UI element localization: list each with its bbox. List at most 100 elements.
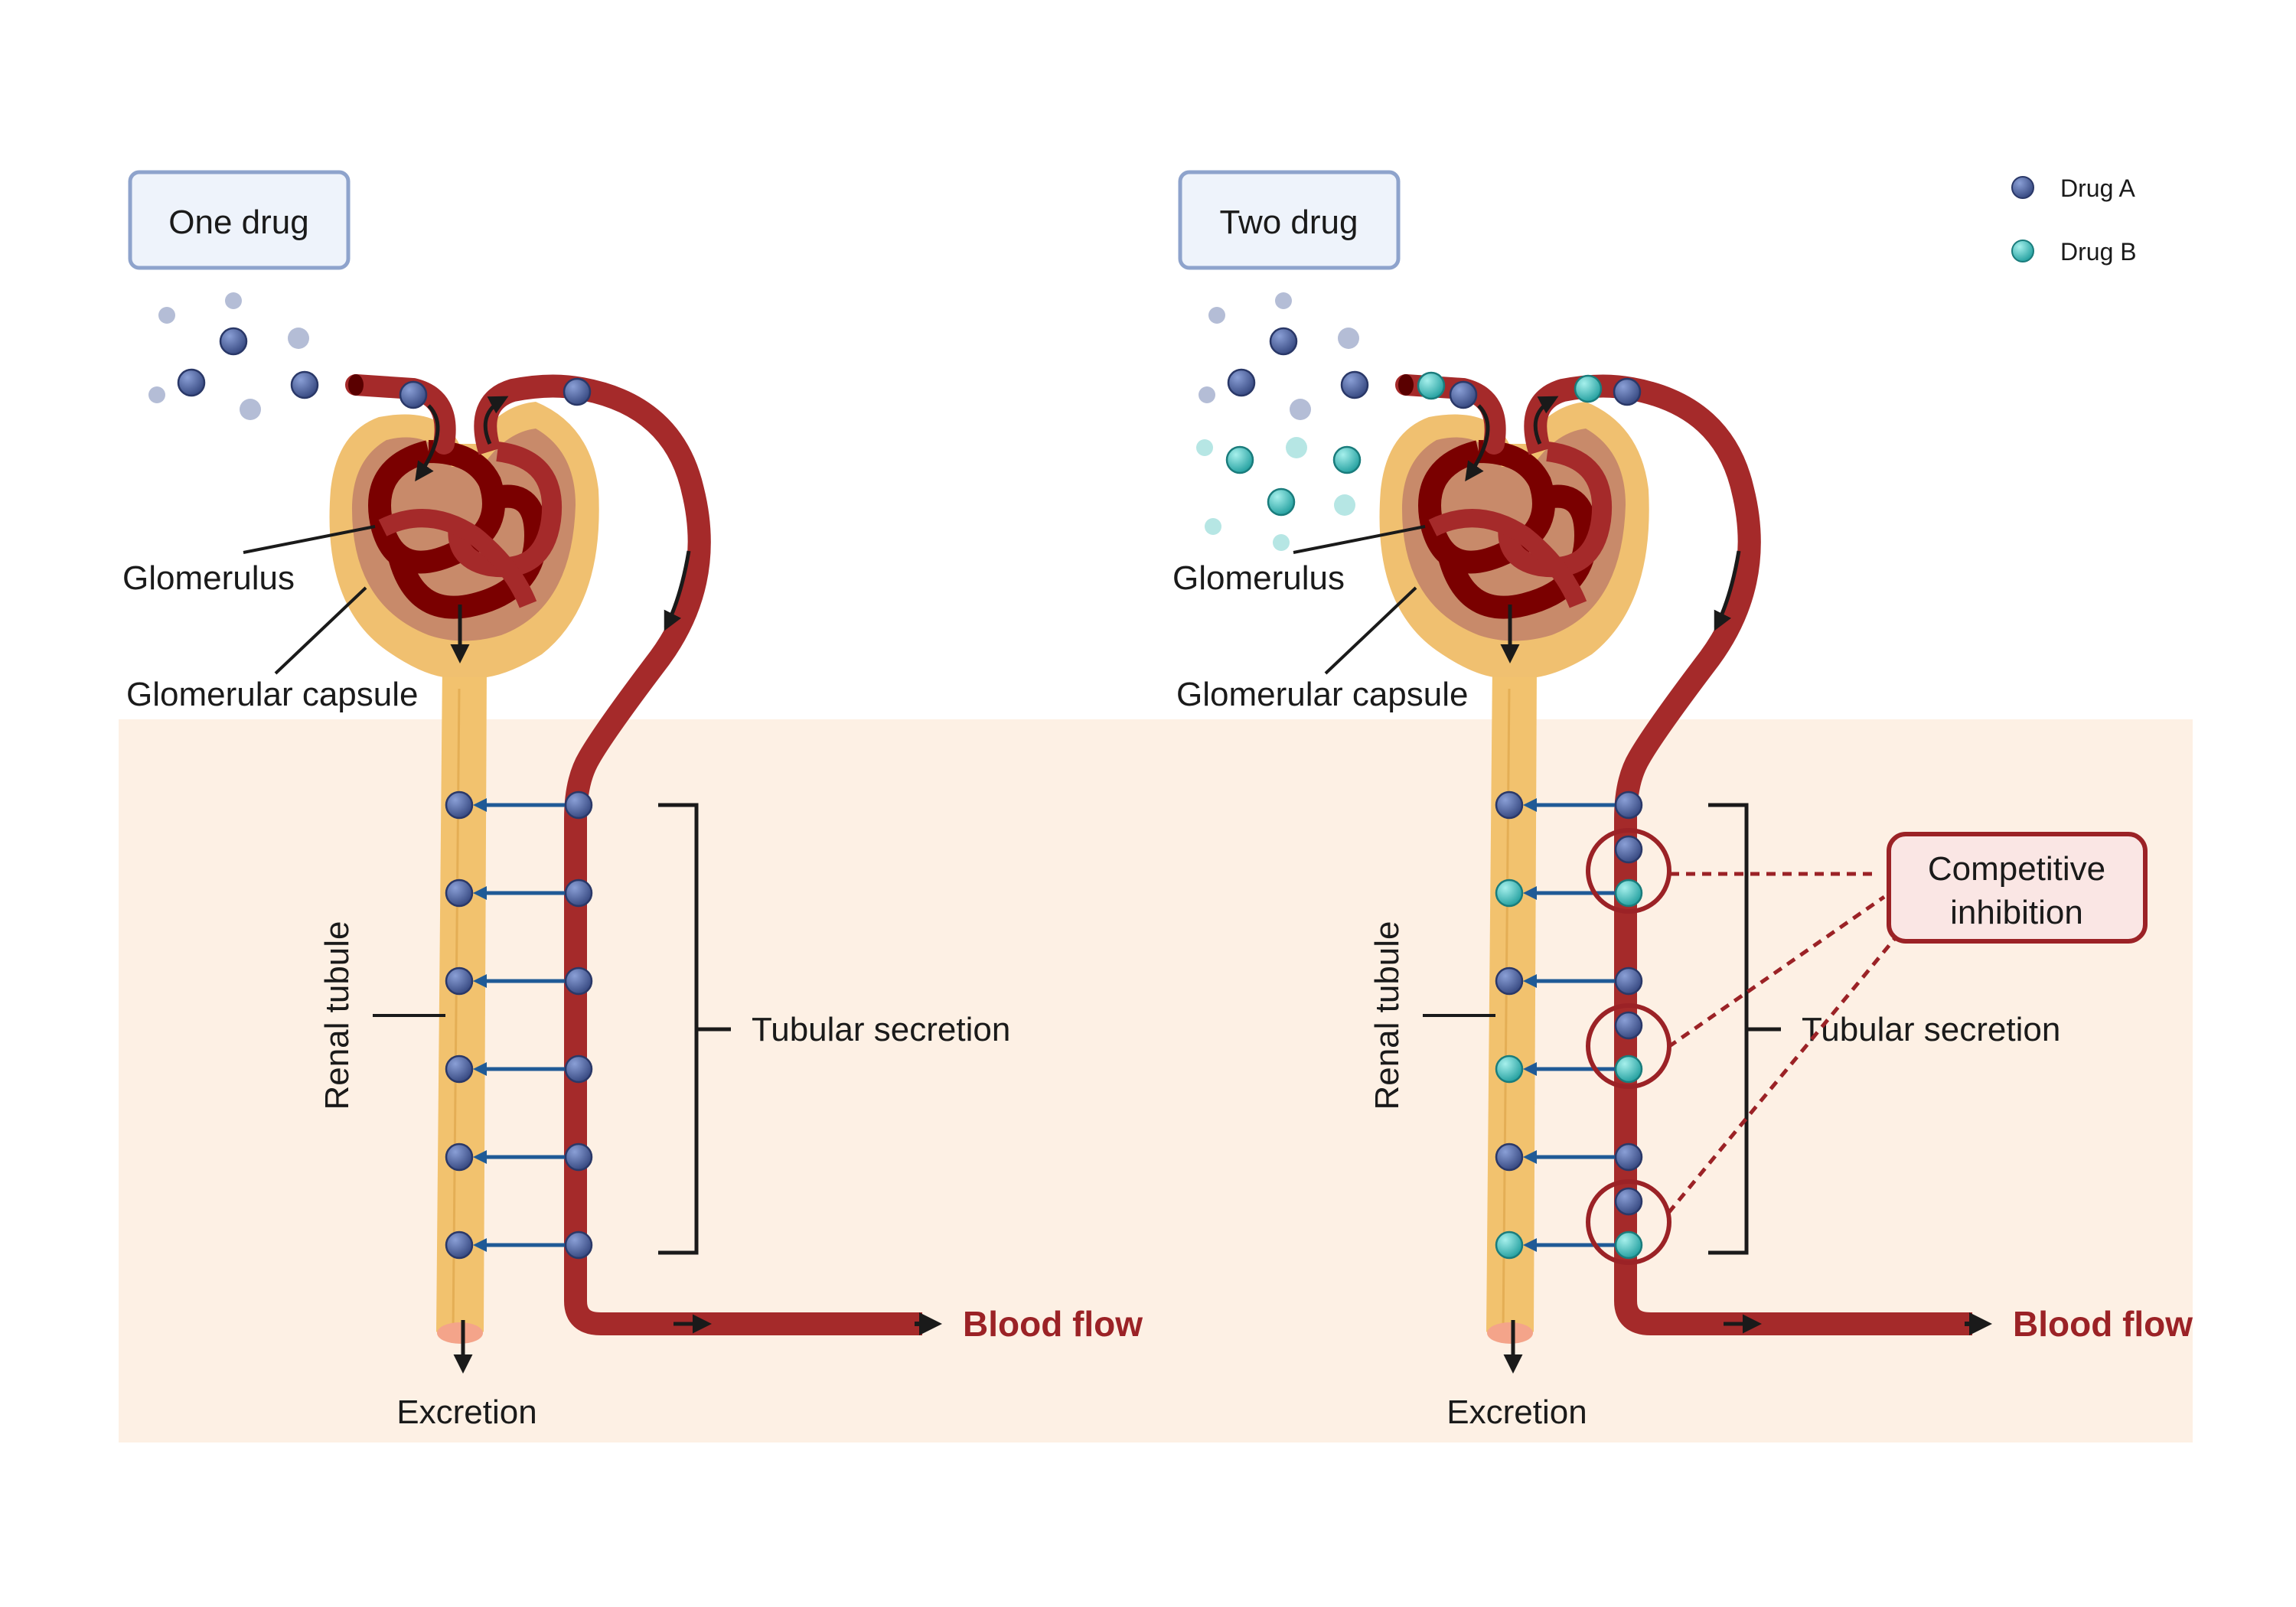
inhibition-site-circle — [1586, 1179, 1671, 1265]
secretion-arrowhead — [1523, 1238, 1537, 1252]
outflow-arrow — [1533, 396, 1559, 445]
outflow-arrow — [483, 396, 509, 445]
glomerulus-loop — [1418, 440, 1555, 574]
drug-a-molecule-faint — [1338, 328, 1359, 349]
competitive-inhibition-label-line1: Competitive — [1928, 850, 2105, 888]
glomerular-capsule-label: Glomerular capsule — [1176, 676, 1469, 713]
tubule-opening — [1487, 1322, 1533, 1344]
inhibition-connector — [1667, 895, 1886, 1049]
drug-a-in-vessel — [1613, 377, 1642, 406]
drug-a-molecule-faint — [240, 399, 261, 420]
drug-a-in-tubule — [445, 1054, 474, 1084]
panel-title: One drug — [168, 204, 308, 241]
drug-a-in-capillary — [1614, 1187, 1643, 1216]
secretion-arrowhead — [473, 1062, 487, 1076]
secretion-arrowhead — [1523, 798, 1537, 812]
glomerulus-pointer — [1293, 525, 1426, 554]
legend: Drug A Drug B — [2011, 174, 2137, 266]
drug-b-molecule — [1267, 487, 1296, 517]
drug-b-in-capillary — [1614, 1054, 1643, 1084]
drug-a-in-vessel — [563, 377, 592, 406]
secretion-arrowhead — [1523, 886, 1537, 900]
tubule-opening — [437, 1322, 483, 1344]
glomerulus-loop — [378, 509, 537, 608]
competitive-inhibition-box — [1887, 832, 2148, 944]
arteriole-opening — [348, 374, 364, 396]
renal-tubule-label: Renal tubule — [318, 921, 356, 1110]
drug-a-in-arteriole — [1449, 380, 1478, 409]
drug-a-in-capillary — [564, 1231, 593, 1260]
vessel-flow-arrow — [1714, 550, 1741, 631]
drug-b-molecule-faint — [1196, 439, 1213, 456]
inflow-arrow — [415, 404, 440, 482]
drug-a-in-tubule — [445, 966, 474, 996]
legend-drug-a-marker — [2011, 176, 2034, 199]
drug-a-molecule — [1269, 327, 1298, 356]
renal-tubule-label: Renal tubule — [1368, 921, 1406, 1110]
drug-a-molecule — [177, 368, 206, 397]
inflow-arrow — [1465, 404, 1490, 482]
secretion-arrowhead — [473, 798, 487, 812]
drug-b-in-tubule — [1495, 1231, 1524, 1260]
secretion-arrowhead — [473, 974, 487, 988]
excretion-label: Excretion — [1446, 1393, 1587, 1431]
drug-b-in-tubule — [1495, 1054, 1524, 1084]
drug-a-molecule-faint — [1208, 307, 1225, 324]
drug-a-molecule-faint — [225, 292, 242, 309]
drug-b-in-capillary — [1614, 1231, 1643, 1260]
drug-a-in-capillary — [564, 790, 593, 820]
blood-flow-label: Blood flow — [963, 1304, 1143, 1344]
secretion-arrowhead — [473, 1150, 487, 1164]
drug-a-in-tubule — [445, 790, 474, 820]
drug-a-in-capillary — [1614, 835, 1643, 864]
drug-a-molecule — [1340, 370, 1369, 399]
drug-a-molecule-faint — [158, 307, 175, 324]
drug-b-molecule — [1225, 445, 1254, 474]
secretion-arrowhead — [1523, 1150, 1537, 1164]
tubular-secretion-label: Tubular secretion — [752, 1011, 1010, 1048]
glomerulus-pointer — [243, 525, 376, 554]
capsule-pointer — [1324, 586, 1417, 675]
secretion-arrowhead — [473, 886, 487, 900]
vessel-flow-arrow — [664, 550, 691, 631]
inhibition-site-circle — [1586, 828, 1671, 914]
arteriole-opening — [1398, 374, 1414, 396]
glomerulus-loop — [448, 442, 563, 578]
drug-b-in-capillary — [1614, 878, 1643, 908]
drug-b-in-tubule — [1495, 878, 1524, 908]
drug-a-in-capillary — [1614, 1011, 1643, 1040]
legend-drug-b-marker — [2011, 240, 2034, 262]
glomerulus-loop — [368, 440, 505, 574]
tubular-secretion-label: Tubular secretion — [1802, 1011, 2060, 1048]
glomerulus-loop — [1498, 442, 1613, 578]
drug-a-in-tubule — [1495, 1143, 1524, 1172]
drug-b-molecule-faint — [1205, 518, 1221, 535]
title-box — [128, 170, 351, 270]
capsule-pointer — [274, 586, 367, 675]
drug-b-molecule — [1332, 445, 1362, 474]
drug-a-molecule-faint — [1275, 292, 1292, 309]
drug-a-in-capillary — [564, 1054, 593, 1084]
drug-a-molecule — [1227, 368, 1256, 397]
drug-b-in-arteriole — [1417, 371, 1446, 400]
glomerulus-label: Glomerulus — [122, 559, 295, 597]
renal-tubule — [436, 666, 487, 1343]
drug-a-molecule — [290, 370, 319, 399]
title-box — [1178, 170, 1401, 270]
drug-a-in-capillary — [564, 966, 593, 996]
drug-a-in-capillary — [564, 878, 593, 908]
excretion-label: Excretion — [396, 1393, 536, 1431]
competitive-inhibition-label-line2: inhibition — [1950, 894, 2083, 931]
drug-a-in-tubule — [1495, 790, 1524, 820]
inhibition-connector — [1667, 936, 1897, 1214]
glomerulus-label: Glomerulus — [1172, 559, 1345, 597]
drug-a-molecule-faint — [1199, 386, 1215, 403]
drug-a-in-tubule — [1495, 966, 1524, 996]
drug-b-in-vessel — [1574, 374, 1603, 403]
drug-a-in-arteriole — [399, 380, 428, 409]
glomerular-capsule-label: Glomerular capsule — [126, 676, 419, 713]
drug-a-in-capillary — [1614, 966, 1643, 996]
